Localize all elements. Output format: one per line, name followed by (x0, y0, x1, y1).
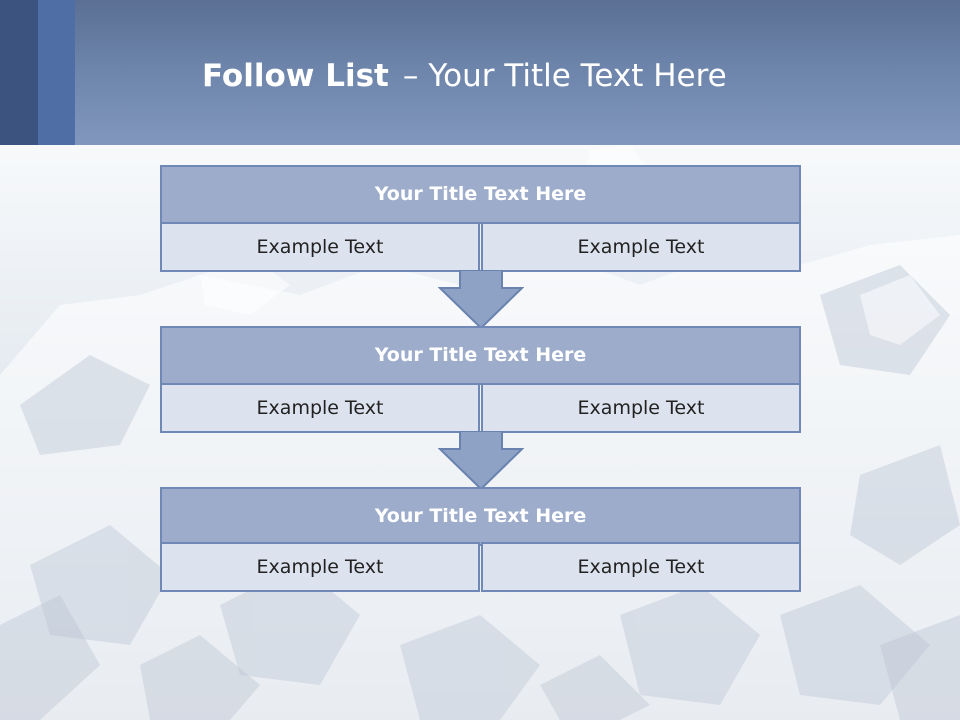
flow-block-1: Your Title Text Here Example Text Exampl… (160, 165, 801, 272)
flow-block-2: Your Title Text Here Example Text Exampl… (160, 326, 801, 433)
block-2-left-cell: Example Text (160, 383, 480, 433)
title-dash: – (402, 58, 419, 94)
block-3-title: Your Title Text Here (160, 487, 801, 546)
title-bold: Follow List (202, 58, 389, 94)
block-3-left-cell: Example Text (160, 542, 480, 592)
block-1-title: Your Title Text Here (160, 165, 801, 224)
title-rest: Your Title Text Here (428, 58, 727, 94)
block-2-title: Your Title Text Here (160, 326, 801, 385)
header-stripe-accent (38, 0, 75, 145)
down-arrow-icon (438, 270, 524, 330)
slide-title: Follow List–Your Title Text Here (202, 54, 727, 98)
block-2-right-cell: Example Text (481, 383, 801, 433)
down-arrow-icon (438, 431, 524, 491)
block-3-right-cell: Example Text (481, 542, 801, 592)
block-1-left-cell: Example Text (160, 222, 480, 272)
header-band: Follow List–Your Title Text Here (0, 0, 960, 145)
flow-block-3: Your Title Text Here Example Text Exampl… (160, 487, 801, 592)
header-stripe-dark (0, 0, 38, 145)
block-1-right-cell: Example Text (481, 222, 801, 272)
